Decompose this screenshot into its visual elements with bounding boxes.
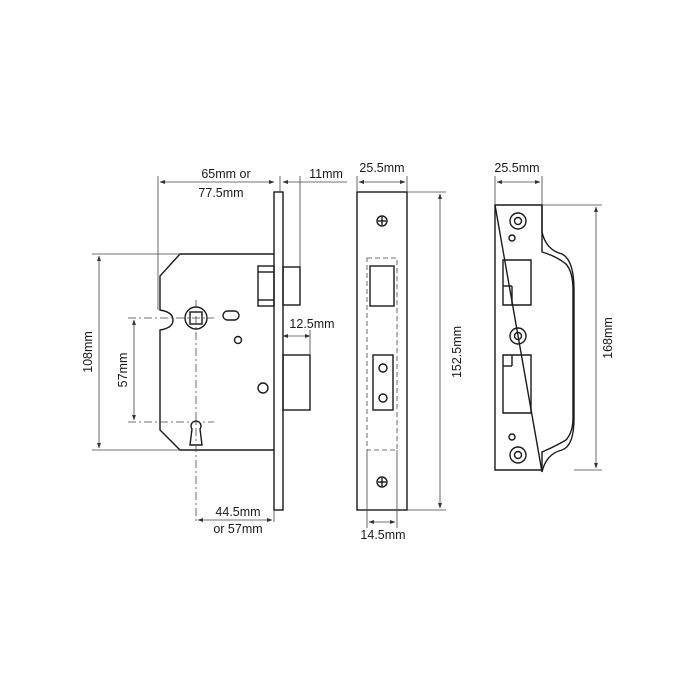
forend-screw-top — [376, 215, 388, 227]
forend-plate — [356, 191, 408, 511]
case-slot — [222, 310, 240, 321]
case-width-label: 65mm or — [201, 167, 250, 181]
deadbolt — [282, 354, 311, 411]
latch-aperture — [369, 265, 395, 307]
strike-plate — [494, 204, 575, 473]
bolt-aperture — [372, 354, 394, 411]
forend-case-outline — [366, 257, 398, 451]
strike-dimensions — [494, 176, 602, 471]
centres-label: 57mm — [116, 353, 130, 388]
strike-screw-center — [509, 327, 527, 345]
forend-outline — [356, 191, 408, 511]
strike-length-label: 168mm — [601, 317, 615, 359]
case-hole — [233, 335, 243, 345]
bolt-screw — [378, 393, 388, 403]
forend-length-label: 152.5mm — [450, 326, 464, 378]
strike-pin-hole — [508, 234, 516, 242]
backset-label: 44.5mm — [215, 505, 260, 519]
case-height-label: 108mm — [81, 331, 95, 373]
bolt-screw — [378, 363, 388, 373]
center-lines — [128, 300, 214, 522]
strike-pin-hole — [508, 433, 516, 441]
strike-screw-top — [509, 212, 527, 230]
forend-depth-label: 14.5mm — [360, 528, 405, 542]
forend-width-label: 25.5mm — [359, 161, 404, 175]
strike-latch-aperture — [502, 259, 532, 306]
forend-screw-bottom — [376, 476, 388, 488]
sashlock-body — [159, 191, 311, 511]
latch-bolt — [282, 266, 301, 306]
case-width-alt-label: 77.5mm — [198, 186, 243, 200]
strike-screw-bottom — [509, 446, 527, 464]
case-hole — [257, 382, 269, 394]
forend-dimensions — [356, 176, 446, 528]
faceplate — [273, 191, 284, 511]
strike-width-label: 25.5mm — [494, 161, 539, 175]
strike-bolt-aperture — [502, 354, 532, 414]
dimension-lines — [97, 180, 347, 522]
faceplate-projection-label: 11mm — [309, 167, 343, 181]
bolt-projection-label: 12.5mm — [289, 317, 334, 331]
latch-tail — [257, 265, 275, 307]
backset-alt-label: or 57mm — [213, 522, 262, 536]
